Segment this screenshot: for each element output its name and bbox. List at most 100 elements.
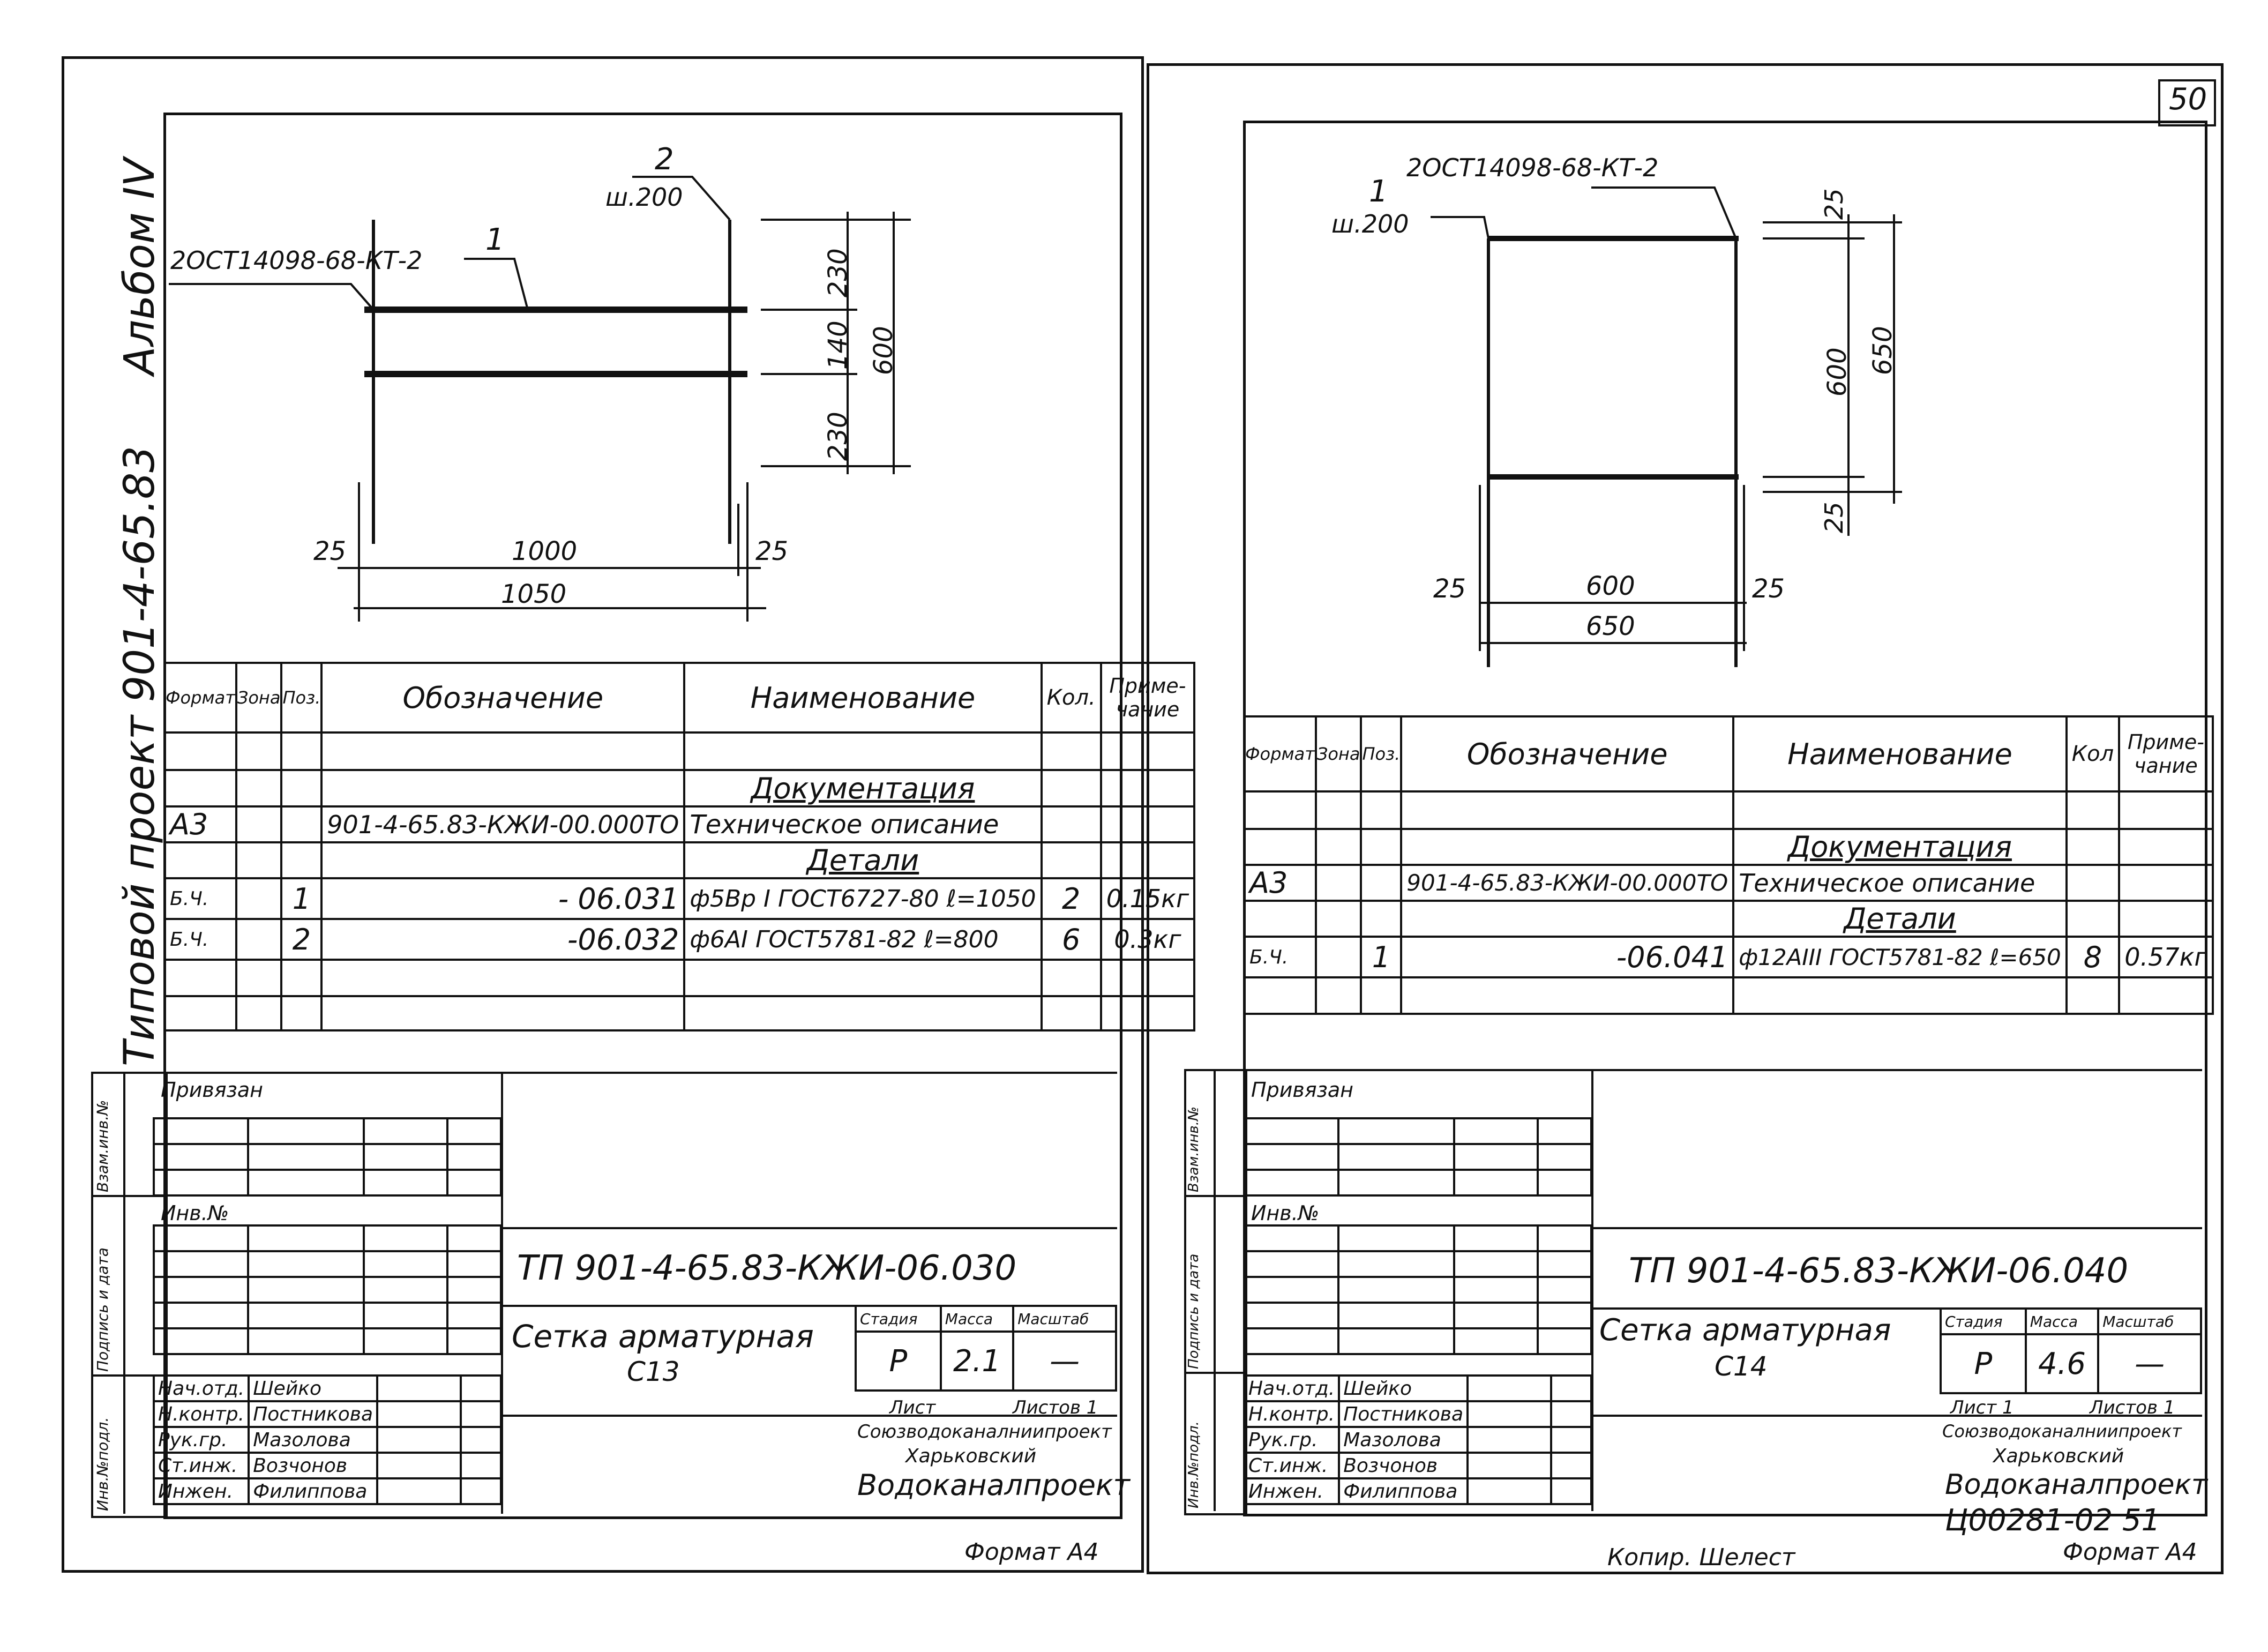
table-row: Ст.инж.Возчонов [152,1452,502,1479]
spec-header-pos: Поз. [280,662,323,734]
right-dim-25-bottom: 25 [1820,502,1848,533]
left-dim-25-left: 25 [313,536,347,566]
left-title-line2: С13 [627,1356,680,1387]
left-leader-gost: 2ОСТ14098-68-КТ-2 [170,246,423,275]
left-inv-no: Инв.№ [161,1201,229,1225]
left-dim-140: 140 [823,320,853,370]
right-stamp-grid-2 [1243,1224,1592,1355]
right-section-details: Детали [1732,900,2068,938]
table-row: Н.контр.Постникова [1242,1400,1592,1428]
left-org-1: Союзводоканалниипроект [857,1421,1112,1442]
scale-label: Масштаб [2097,1307,2202,1335]
left-dim-25-right: 25 [755,536,789,566]
mass-label: Масса [2024,1307,2100,1335]
spec-header-name: Наименование [683,662,1043,734]
left-row-docs-designation: 901-4-65.83-КЖИ-00.000ТО [320,805,686,843]
left-dim-1000: 1000 [512,536,578,566]
left-org-2: Харьковский [905,1445,1037,1467]
right-sheet-label: Лист 1 [1950,1397,2014,1418]
spec-header-qty: Кол [2065,715,2121,793]
spec-header-zone: Зона [1314,715,1363,793]
right-dim-650-horizontal: 650 [1586,611,1635,641]
table-row: Инжен.Филиппова [152,1477,502,1505]
stage-label: Стадия [1940,1307,2027,1335]
right-org-3: Водоканалпроект [1945,1469,2208,1501]
spec-header-designation: Обозначение [1400,715,1735,793]
left-org-3: Водоканалпроект [857,1468,1130,1502]
right-dim-650-vertical: 650 [1868,326,1898,375]
stage-label: Стадия [855,1305,942,1333]
left-sheets-label: Листов 1 [1013,1397,1098,1418]
table-row: Рук.гр.Мазолова [1242,1426,1592,1454]
right-dim-25-top: 25 [1820,188,1848,220]
right-strip-label-1: Взам.инв.№ [1186,1107,1202,1192]
table-row: Инжен.Филиппова [1242,1477,1592,1505]
right-title-line1: Сетка арматурная [1599,1313,1891,1348]
left-roles-table: Нач.отд.Шейко Н.контр.Постникова Рук.гр.… [152,1374,502,1505]
left-title-line1: Сетка арматурная [512,1318,814,1355]
right-title-line2: С14 [1715,1351,1768,1382]
spec-header-qty: Кол. [1040,662,1102,734]
left-row-docs-format: А3 [163,805,237,843]
right-dim-600-horizontal: 600 [1586,571,1635,601]
spec-header-zone: Зона [235,662,283,734]
table-row: Нач.отд.Шейко [152,1374,502,1402]
left-leader-spacing: ш.200 [605,183,683,212]
right-dim-25-left: 25 [1433,574,1466,604]
spec-header-pos: Поз. [1360,715,1403,793]
left-drawing-code: ТП 901-4-65.83-КЖИ-06.030 [517,1249,1017,1288]
table-row: Ст.инж.Возчонов [1242,1452,1592,1479]
table-row: Рук.гр.Мазолова [152,1426,502,1454]
right-sheets-label: Листов 1 [2090,1397,2175,1418]
page-number: 50 [2169,82,2207,117]
left-row-docs-name: Техническое описание [683,805,1043,843]
page-number-box [2158,79,2216,126]
spec-header-format: Формат [163,662,237,734]
right-leader-gost: 2ОСТ14098-68-КТ-2 [1406,153,1659,182]
right-row-docs-designation: 901-4-65.83-КЖИ-00.000ТО [1400,864,1735,902]
spec-header-note: Приме-чание [1099,662,1196,734]
right-org-1: Союзводоканалниипроект [1942,1421,2182,1441]
right-spec-table: Формат Зона Поз. Обозначение Наименовани… [1243,715,2214,1015]
left-strip-label-1: Взам.инв.№ [94,1100,111,1192]
left-dim-1050: 1050 [501,579,567,609]
table-row: Н.контр.Постникова [152,1400,502,1428]
right-stamp-grid [1243,1117,1592,1197]
left-dim-230-top: 230 [823,248,853,297]
left-leader-pos2: 2 [655,142,674,177]
left-dim-600: 600 [869,326,899,375]
spec-header-format: Формат [1243,715,1317,793]
right-section-docs: Документация [1732,828,2068,866]
right-org-2: Харьковский [1993,1445,2124,1467]
table-row: Б.Ч. 1 - 06.031 ф5Вр I ГОСТ6727-80 ℓ=105… [163,877,1196,920]
left-dim-230-bottom: 230 [823,412,853,461]
left-stamp-grid [153,1117,502,1197]
table-row: Б.Ч. 2 -06.032 ф6АI ГОСТ5781-82 ℓ=800 6 … [163,918,1196,961]
copy-signature: Копир. Шелест [1607,1544,1795,1571]
left-section-details: Детали [683,841,1043,879]
right-strip-label-2: Подпись и дата [1186,1253,1202,1369]
right-row-docs-name: Техническое описание [1732,864,2068,902]
right-format: Формат А4 [2063,1538,2197,1566]
left-section-docs: Документация [683,769,1043,808]
left-format: Формат А4 [964,1538,1099,1566]
right-strip-label-3: Инв.№подл. [1186,1421,1202,1508]
spec-header-name: Наименование [1732,715,2068,793]
left-sheet-label: Лист [889,1397,936,1418]
spec-header-designation: Обозначение [320,662,686,734]
spec-header-note: Приме-чание [2118,715,2214,793]
table-row: Б.Ч. 1 -06.041 ф12АIII ГОСТ5781-82 ℓ=650… [1243,936,2214,978]
left-leader-pos1: 1 [485,222,505,257]
left-stamp-grid-2 [153,1224,502,1355]
right-inv-no: Инв.№ [1251,1201,1320,1225]
right-leader-pos1: 1 [1369,174,1388,209]
table-row: Нач.отд.Шейко [1242,1374,1592,1402]
right-roles-table: Нач.отд.Шейко Н.контр.Постникова Рук.гр.… [1242,1374,1592,1505]
right-leader-spacing: ш.200 [1331,210,1409,238]
left-spec-table: Формат Зона Поз. Обозначение Наименовани… [163,662,1196,1031]
left-strip-label-3: Инв.№подл. [94,1417,111,1511]
right-row-docs-format: А3 [1243,864,1317,902]
scale-label: Масштаб [1012,1305,1117,1333]
